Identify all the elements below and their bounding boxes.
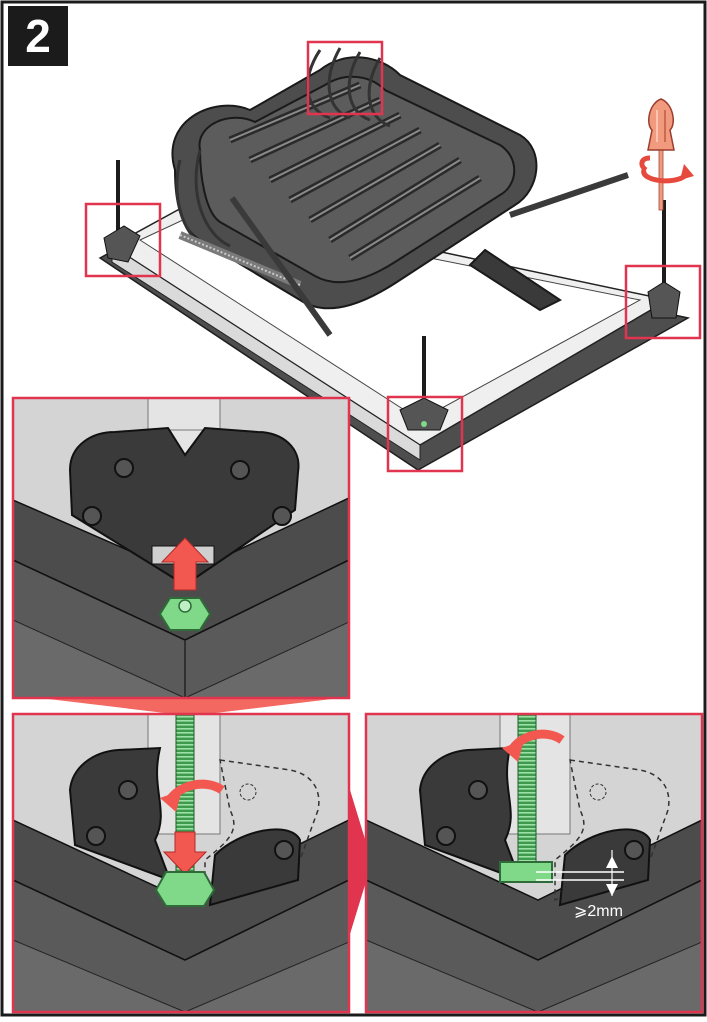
- push-up-arrow-icon: [160, 537, 210, 591]
- corner-bracket: [399, 397, 449, 431]
- attic-ladder-overview: [84, 40, 702, 473]
- detail-connector: [40, 698, 340, 716]
- corner-bracket: [647, 281, 681, 319]
- hex-nut: [154, 871, 216, 907]
- hex-nut: [158, 597, 212, 631]
- clearance-label: ⩾2mm: [574, 903, 623, 920]
- detail-panel-push-nut: [11, 396, 351, 700]
- highlight-box: [624, 264, 702, 340]
- panel-border: [11, 396, 351, 700]
- screwdriver-icon: [647, 98, 675, 211]
- corner-bracket: [103, 225, 141, 263]
- detail-panel-clearance: ⩾2mm: [364, 712, 704, 1014]
- highlight-box: [306, 40, 384, 116]
- rotate-arrow-icon: [639, 155, 694, 184]
- panel-border: [11, 712, 351, 1014]
- highlight-box: [84, 202, 162, 278]
- step-number-badge: 2: [8, 6, 68, 66]
- detail-panel-turn-nut: [11, 712, 351, 1014]
- nut-marker: [421, 421, 427, 427]
- folded-ladder: [171, 47, 629, 337]
- highlight-box: [386, 395, 464, 473]
- panel-border: [364, 712, 704, 1014]
- next-step-arrow: [350, 790, 372, 934]
